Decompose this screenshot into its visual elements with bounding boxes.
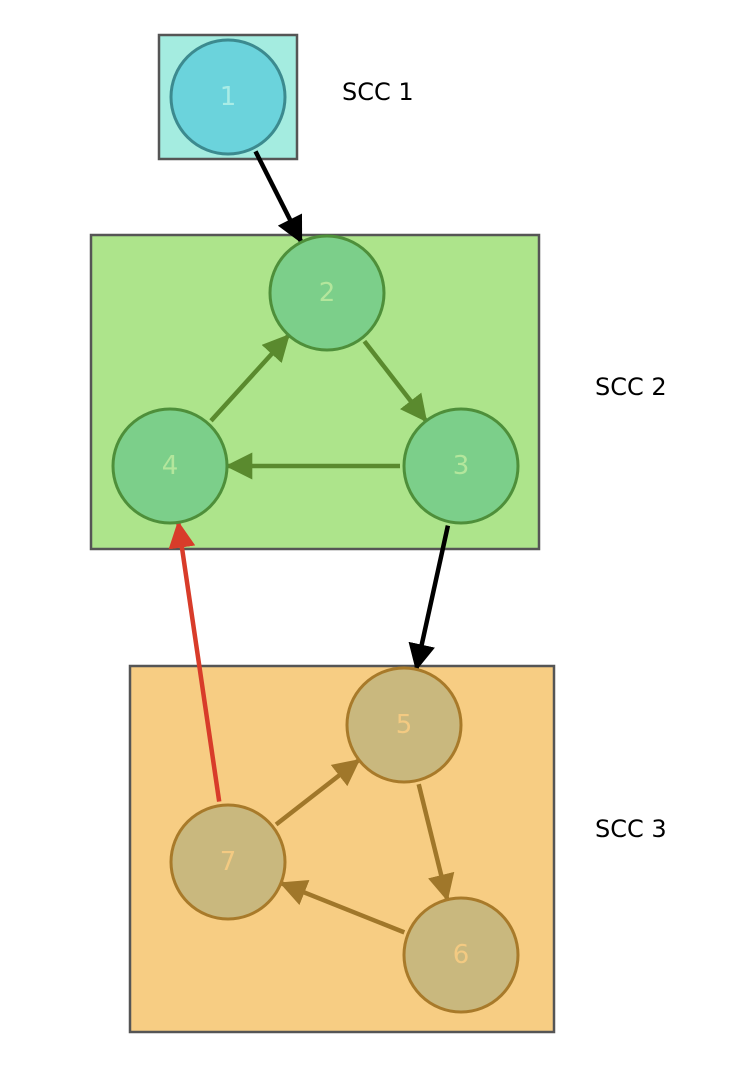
node-circle-5 (345, 666, 463, 784)
edge-7-to-5 (274, 758, 361, 827)
edge-7-to-4 (168, 520, 222, 802)
cluster-label-scc1: SCC 1 (342, 78, 414, 106)
edge-3-to-5 (408, 525, 451, 672)
node-label-7: 7 (220, 847, 237, 877)
node-1: 1 (169, 38, 287, 156)
node-label-5: 5 (396, 710, 413, 740)
node-label-1: 1 (220, 82, 237, 112)
node-label-6: 6 (453, 940, 470, 970)
node-circle-6 (402, 896, 520, 1014)
node-label-4: 4 (162, 451, 179, 481)
node-circle-1 (169, 38, 287, 156)
node-circle-4 (111, 407, 229, 525)
node-3: 3 (402, 407, 520, 525)
node-circle-2 (268, 234, 386, 352)
node-label-2: 2 (319, 278, 336, 308)
node-2: 2 (268, 234, 386, 352)
cluster-label-scc3: SCC 3 (595, 815, 667, 843)
node-4: 4 (111, 407, 229, 525)
cluster-label-scc2: SCC 2 (595, 373, 667, 401)
node-circle-7 (169, 803, 287, 921)
node-7: 7 (169, 803, 287, 921)
edge-2-to-3 (362, 339, 428, 423)
edge-1-to-2 (253, 150, 303, 244)
node-layer: 1 2 3 4 5 6 7 (111, 38, 520, 1014)
edge-4-to-2 (209, 334, 290, 423)
node-circle-3 (402, 407, 520, 525)
node-6: 6 (402, 896, 520, 1014)
edge-layer (168, 150, 455, 935)
node-5: 5 (345, 666, 463, 784)
edge-5-to-6 (416, 783, 455, 902)
edge-6-to-7 (279, 879, 406, 935)
node-label-3: 3 (453, 451, 470, 481)
